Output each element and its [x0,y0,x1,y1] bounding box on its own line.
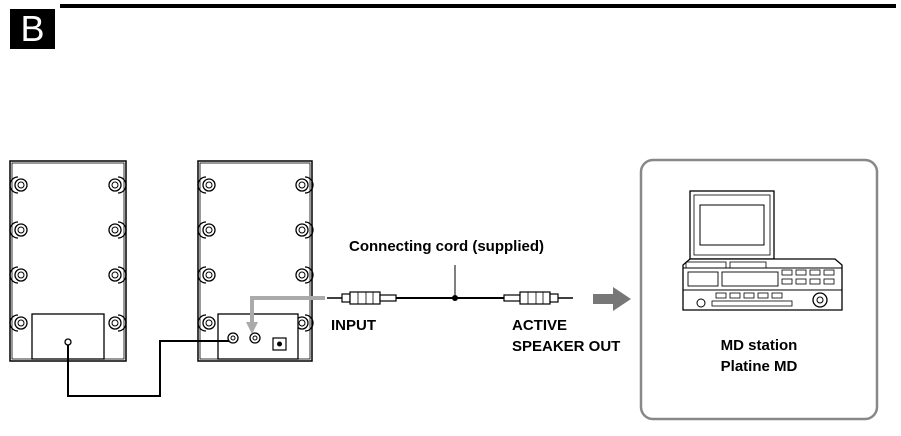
section-letter-badge: B [10,9,55,49]
arrow-right-icon [593,287,631,311]
speaker-link-cable [67,340,229,397]
device-name-fr-label: Platine MD [720,358,798,375]
speaker-out-label: SPEAKER OUT [512,338,621,355]
connecting-cord [327,265,573,305]
device-frame [639,158,879,421]
input-cable [250,296,325,326]
input-arrow-icon [246,322,258,334]
input-label: INPUT [331,317,376,334]
speaker-right-icon [197,160,314,362]
active-label: ACTIVE [512,317,568,334]
device-name-label: MD station [720,337,798,354]
connecting-cord-label: Connecting cord (supplied) [349,238,544,255]
md-station-icon [682,190,843,311]
speaker-left-icon [9,160,127,362]
